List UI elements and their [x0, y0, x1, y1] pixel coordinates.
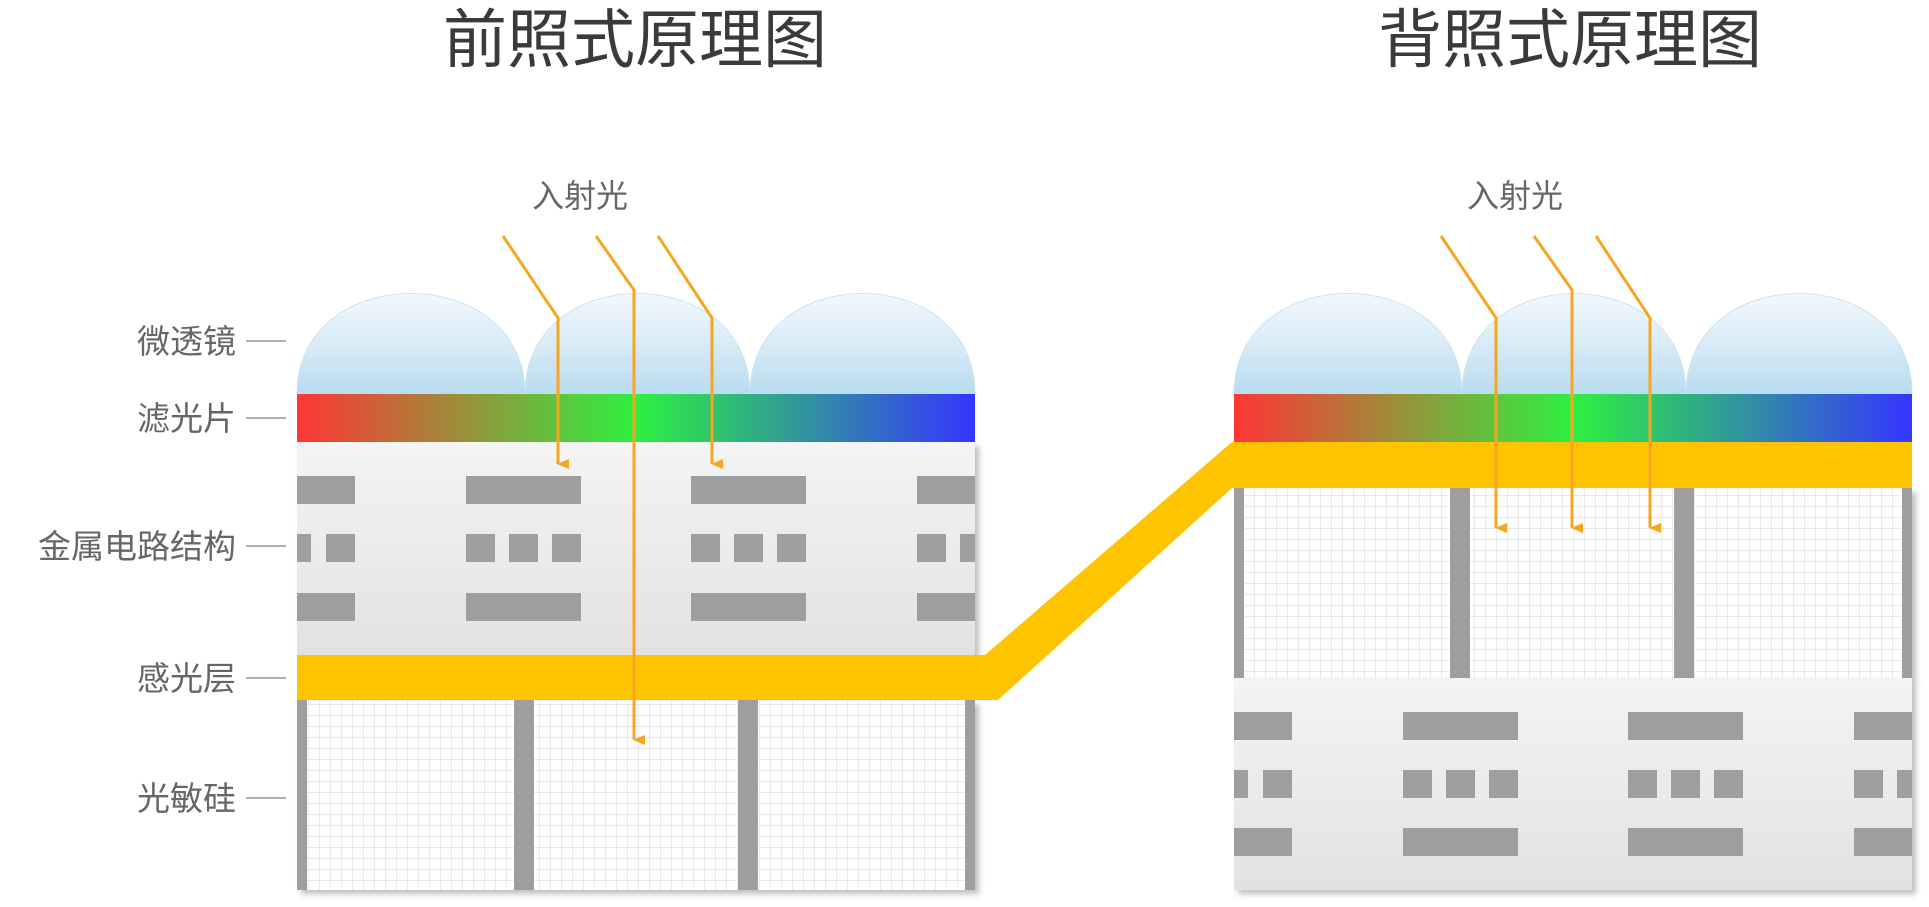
back-arrow-2 — [1532, 235, 1583, 533]
back-metal-layer-bg — [1234, 678, 1912, 890]
front-microlens-1 — [296, 293, 526, 395]
back-microlenses — [1233, 293, 1913, 395]
front-arrow-2 — [594, 235, 645, 745]
back-arrow-3 — [1594, 235, 1661, 533]
front-microlens-3 — [749, 293, 976, 395]
front-silicon-grid — [297, 700, 975, 890]
back-title: 背照式原理图 — [1378, 4, 1762, 78]
back-arrow-1 — [1439, 235, 1507, 533]
label-microlens: 微透镜 — [137, 322, 236, 361]
layer-labels: 微透镜 滤光片 金属电路结构 感光层 光敏硅 — [38, 322, 286, 818]
back-incident-light-arrows — [1439, 235, 1661, 533]
back-microlens-1 — [1233, 293, 1463, 395]
front-arrow-3 — [656, 235, 723, 469]
label-photosensitive: 感光层 — [137, 659, 236, 698]
front-silicon-dividers — [297, 700, 975, 890]
back-microlens-3 — [1685, 293, 1913, 395]
front-metal-blocks — [297, 476, 975, 621]
front-metal-layer-bg — [297, 442, 975, 655]
front-microlens-2 — [524, 293, 751, 395]
label-filter: 滤光片 — [137, 399, 236, 438]
front-arrow-1 — [501, 235, 569, 469]
back-sensor — [1233, 293, 1913, 890]
front-incident-light-label: 入射光 — [532, 177, 628, 215]
front-sensor — [296, 293, 976, 890]
front-microlenses — [296, 293, 976, 395]
label-metal: 金属电路结构 — [38, 527, 236, 566]
back-silicon-dividers — [1234, 488, 1912, 678]
back-microlens-2 — [1461, 293, 1687, 395]
front-title: 前照式原理图 — [443, 4, 827, 78]
label-silicon: 光敏硅 — [137, 779, 236, 818]
photosensitive-layer-band — [297, 442, 1912, 700]
front-color-filter — [297, 394, 975, 442]
back-incident-light-label: 入射光 — [1467, 177, 1563, 215]
back-metal-blocks — [1234, 712, 1912, 856]
front-incident-light-arrows — [501, 235, 723, 745]
